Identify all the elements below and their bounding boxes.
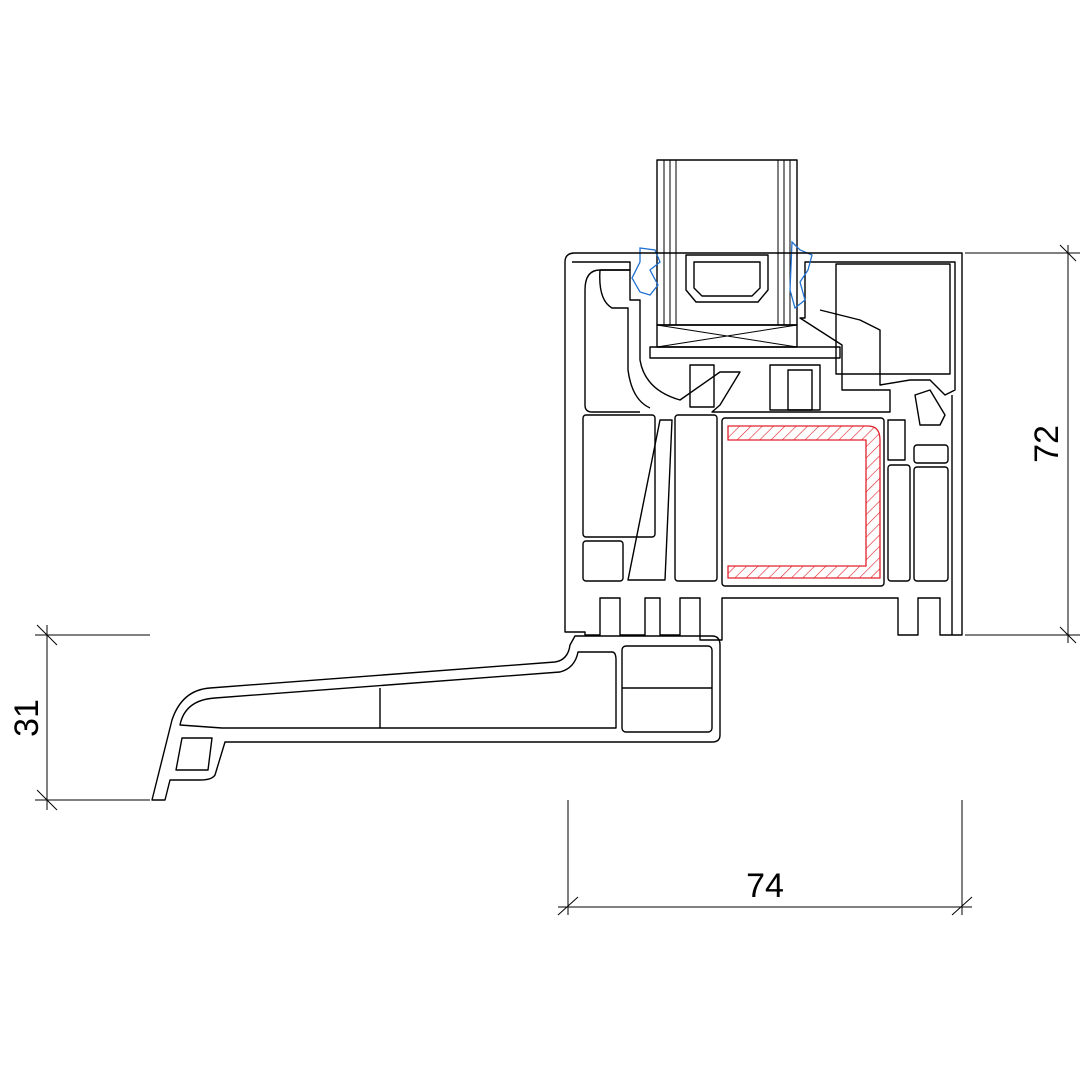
dimension-label-31: 31 [8,699,46,737]
dimension-label-74: 74 [746,867,784,905]
gasket-inner [631,247,661,296]
gasket-outer [789,240,813,310]
dimension-label-72: 72 [1028,425,1066,463]
dimension-frame-width: 74 [557,800,973,916]
dimension-sill-height: 31 [8,624,150,811]
window-sill [151,635,721,801]
frame-profile [564,252,963,641]
steel-reinforcement [727,425,881,579]
dimension-frame-height: 72 [965,244,1080,644]
glass-pane [656,159,798,326]
sash-profile [599,261,956,413]
glazing-block [649,324,841,359]
